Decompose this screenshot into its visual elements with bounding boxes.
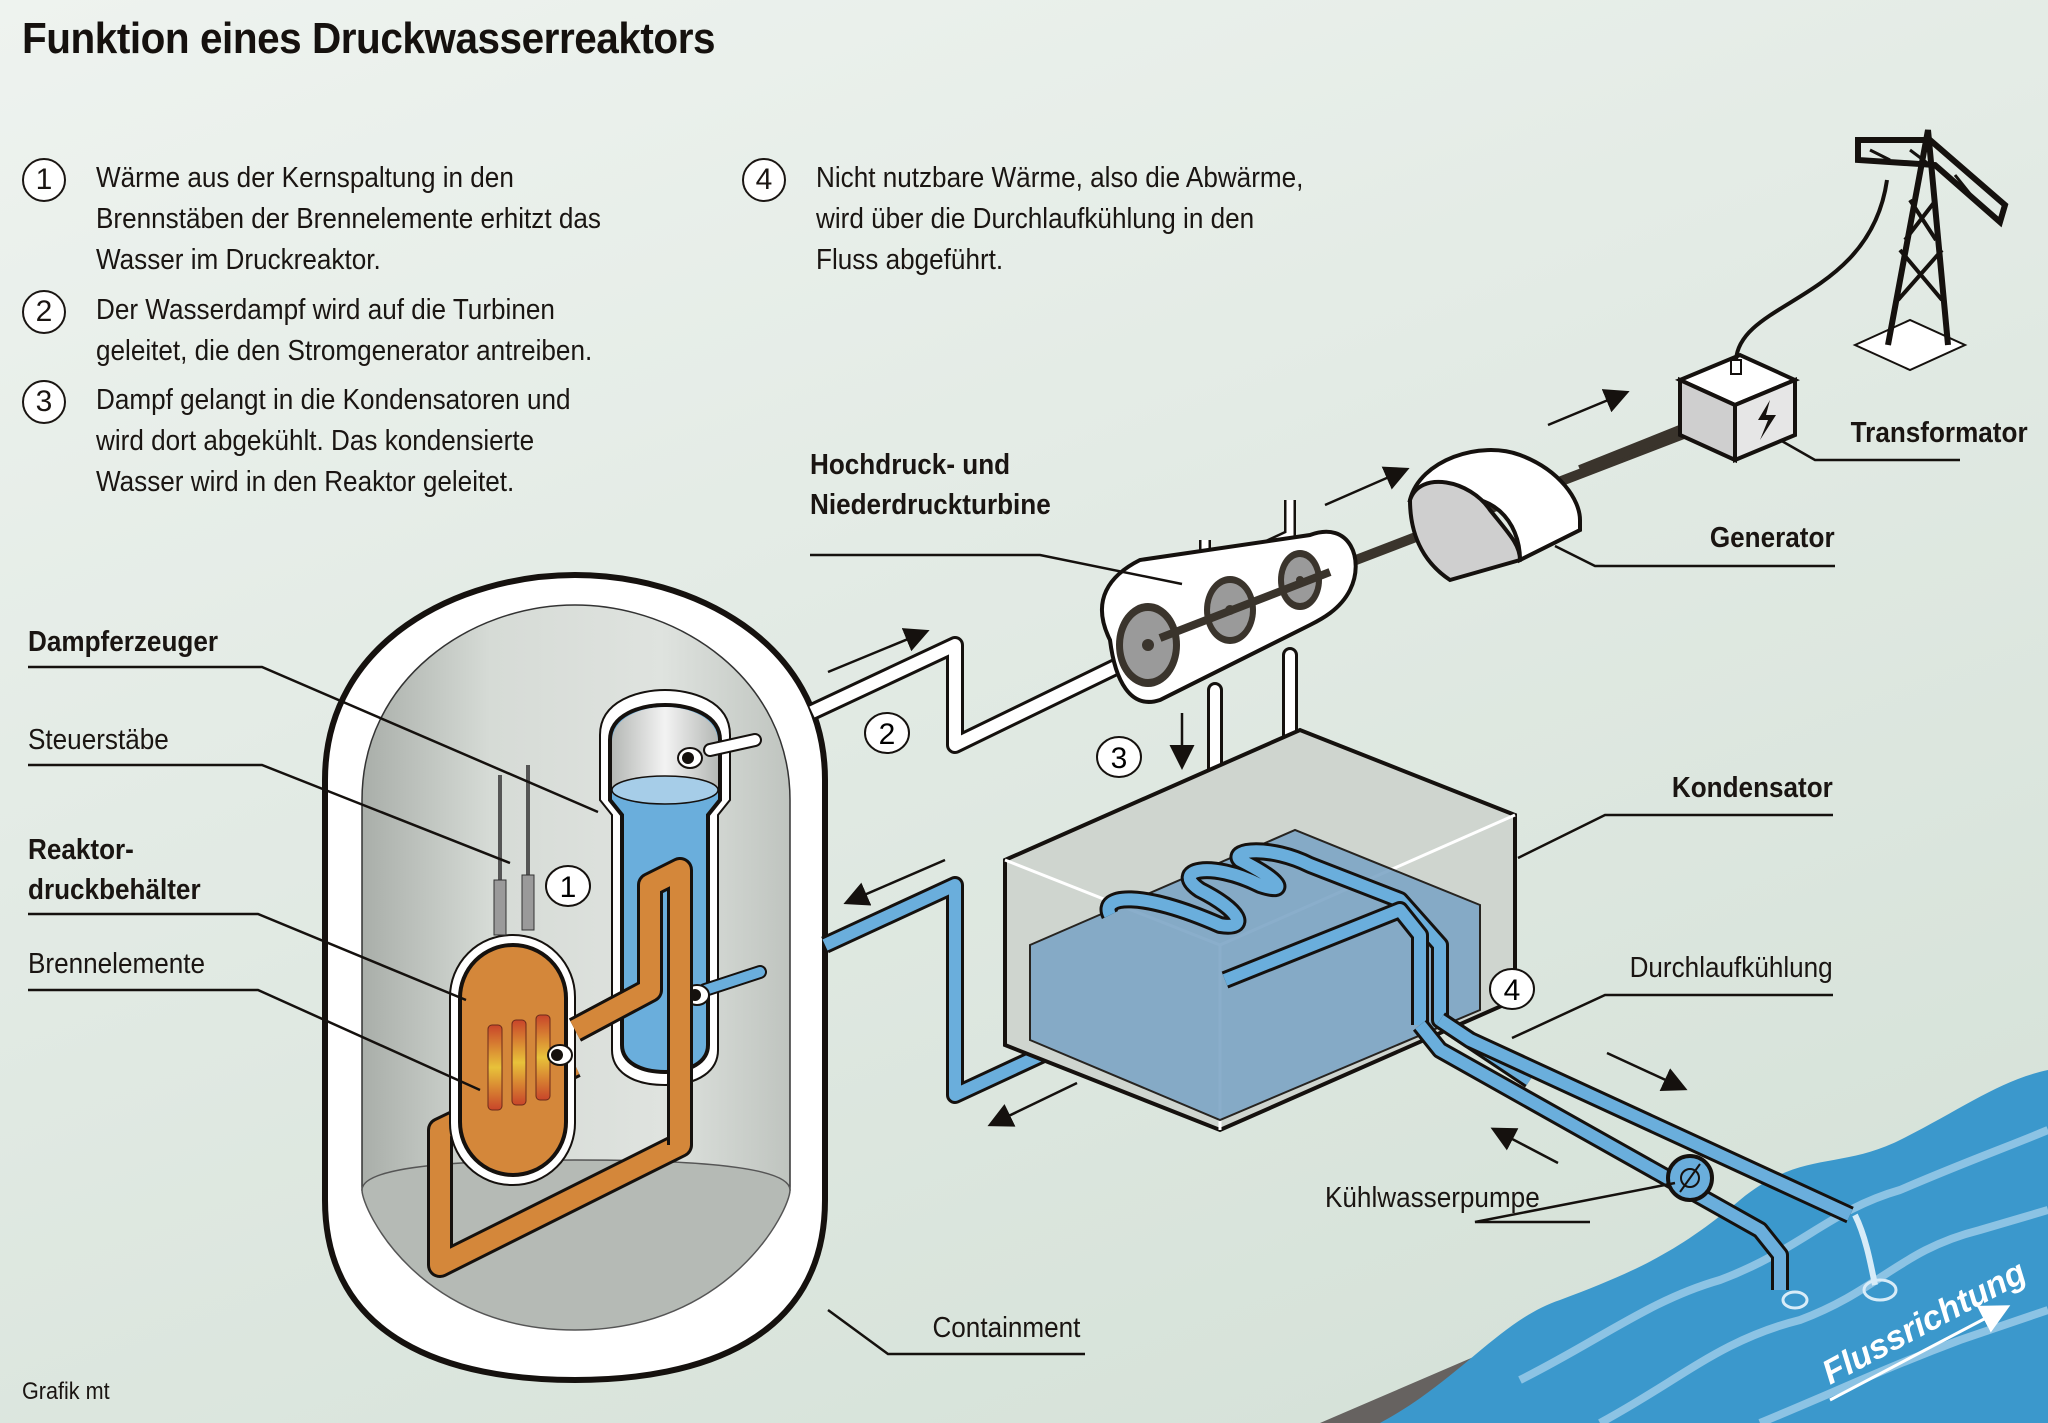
step-number: 3 xyxy=(22,380,66,424)
lightning-bolt-icon xyxy=(1758,400,1776,440)
marker-2: 2 xyxy=(864,712,910,754)
step-4: 4 Nicht nutzbare Wärme, also die Abwärme… xyxy=(742,158,1358,281)
step-text: Der Wasserdampf wird auf die Turbinen ge… xyxy=(96,294,593,367)
leader-lines xyxy=(28,438,1960,1356)
power-pylon-icon xyxy=(1852,129,2009,372)
page-title: Funktion eines Druckwasserreaktors xyxy=(22,14,716,63)
generator xyxy=(1407,448,1582,583)
marker-3: 3 xyxy=(1096,736,1142,778)
flow-arrow-icon xyxy=(827,389,1688,1165)
marker-4: 4 xyxy=(1489,968,1535,1010)
transformer xyxy=(1674,179,1889,464)
step-number: 4 xyxy=(742,158,786,202)
river: Flussrichtung xyxy=(1320,1070,2048,1423)
steam-generator xyxy=(568,688,767,1145)
reactor-pressure-vessel xyxy=(449,765,576,1186)
step-text: Wärme aus der Kernspaltung in den Brenns… xyxy=(96,162,601,276)
label-dampferzeuger: Dampferzeuger xyxy=(28,626,219,658)
step-1: 1 Wärme aus der Kernspaltung in den Bren… xyxy=(22,158,657,281)
step-3: 3 Dampf gelangt in die Kondensatoren und… xyxy=(22,380,623,503)
turbine-wheel-icon xyxy=(1116,603,1180,687)
pump-icon xyxy=(1666,1154,1714,1202)
step-2: 2 Der Wasserdampf wird auf die Turbinen … xyxy=(22,290,647,372)
label-transformator: Transformator xyxy=(1851,417,2028,449)
label-durchlaufkuehlung: Durchlaufkühlung xyxy=(1629,952,1833,984)
condenser xyxy=(1003,727,1535,1133)
feedwater-line xyxy=(821,876,1099,1104)
label-generator: Generator xyxy=(1710,522,1835,554)
svg-text:2: 2 xyxy=(879,718,896,751)
step-number: 2 xyxy=(22,290,66,334)
turbine xyxy=(1099,500,1358,836)
svg-text:3: 3 xyxy=(1111,742,1128,775)
marker-1: 1 xyxy=(545,865,591,907)
label-kuehlwasserpumpe: Kühlwasserpumpe xyxy=(1325,1182,1540,1214)
credit: Grafik mt xyxy=(22,1378,110,1405)
step-number: 1 xyxy=(22,158,66,202)
label-kondensator: Kondensator xyxy=(1672,772,1833,804)
label-reaktordruckbehaelter: Reaktor- druckbehälter xyxy=(28,834,201,906)
svg-text:1: 1 xyxy=(560,871,577,904)
svg-text:4: 4 xyxy=(1504,974,1521,1007)
steam-line xyxy=(808,636,1134,754)
step-text: Nicht nutzbare Wärme, also die Abwärme, … xyxy=(816,162,1304,276)
label-containment: Containment xyxy=(932,1312,1080,1344)
label-steuerstaebe: Steuerstäbe xyxy=(28,724,169,756)
cooling-pipes xyxy=(1412,1012,1898,1310)
label-brennelemente: Brennelemente xyxy=(28,948,206,980)
label-turbine: Hochdruck- und Niederdruckturbine xyxy=(810,449,1051,521)
step-text: Dampf gelangt in die Kondensatoren und w… xyxy=(96,384,571,498)
